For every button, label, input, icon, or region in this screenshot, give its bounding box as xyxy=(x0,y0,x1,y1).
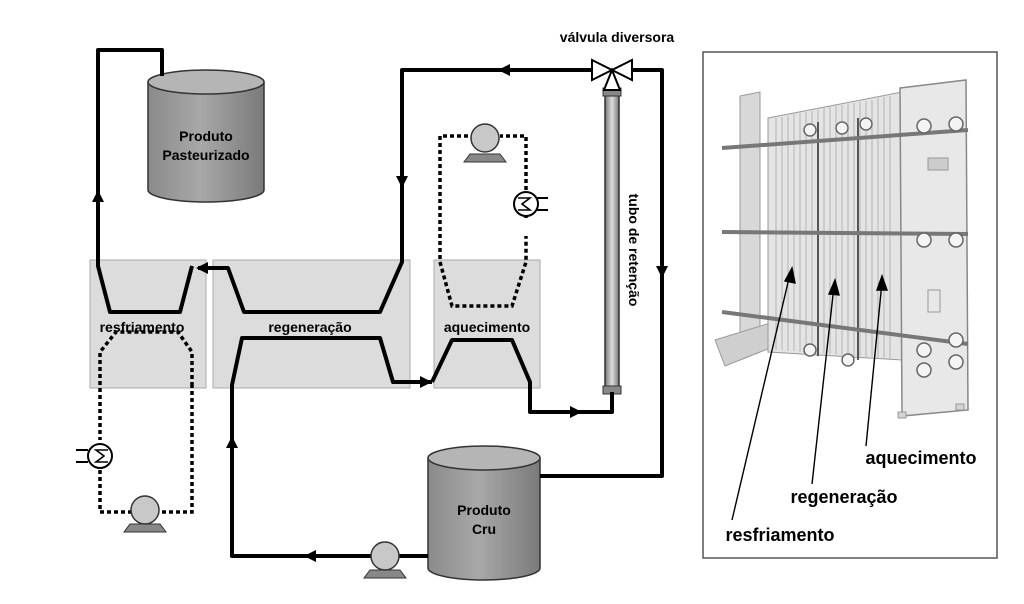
flow-arrows xyxy=(92,64,668,562)
holding-tube-label: tubo de retenção xyxy=(626,194,642,307)
section-regen-box xyxy=(212,259,411,389)
service-loops xyxy=(98,134,528,514)
tank-raw xyxy=(427,445,541,581)
section-cooling-label: resfriamento xyxy=(100,319,185,335)
section-regen-label: regeneração xyxy=(268,319,351,335)
photo-label-cooling: resfriamento xyxy=(725,525,834,545)
tank-top-label-2: Pasteurizado xyxy=(162,147,249,163)
holding-tube xyxy=(604,94,620,389)
cooler-coil-icon xyxy=(76,443,113,469)
tank-pasteurized xyxy=(147,69,265,203)
diverter-valve-icon xyxy=(591,58,633,91)
tank-bottom-label-2: Cru xyxy=(472,521,496,537)
section-heating-label: aquecimento xyxy=(444,319,530,335)
plate-exchanger-illustration xyxy=(714,79,969,419)
pump-raw-icon xyxy=(363,541,407,579)
valve-label: válvula diversora xyxy=(560,29,675,45)
tank-top-label-1: Produto xyxy=(179,128,233,144)
photo-label-heating: aquecimento xyxy=(865,448,976,468)
pump-heating-icon xyxy=(463,123,507,163)
tank-bottom-label-1: Produto xyxy=(457,502,511,518)
photo-label-regen: regeneração xyxy=(790,487,897,507)
heater-coil-icon xyxy=(513,191,548,217)
photo-pointers xyxy=(731,265,888,521)
pump-cooling-icon xyxy=(123,495,167,533)
